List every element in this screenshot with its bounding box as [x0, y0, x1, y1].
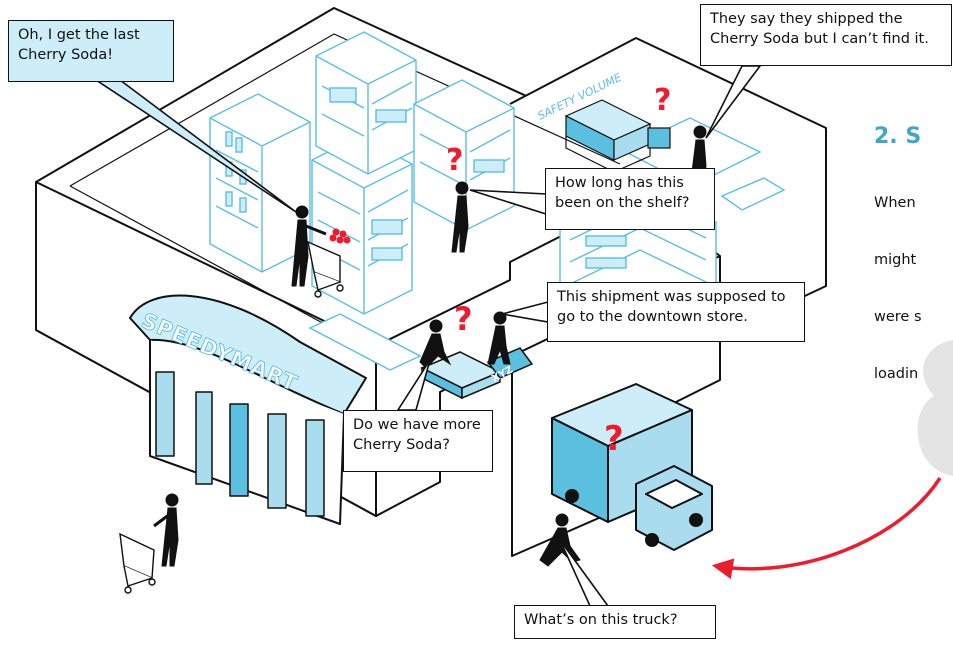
section-body: When might were s loadin — [874, 156, 953, 403]
section-heading: 2. S — [874, 124, 921, 149]
question-mark-truck: ? — [604, 419, 624, 459]
shelf-back — [316, 32, 416, 174]
section-line: loadin — [874, 365, 953, 384]
question-mark-storage: ? — [654, 83, 671, 118]
question-mark-shelf: ? — [446, 143, 463, 178]
callout-wrong-store: This shipment was supposed to go to the … — [547, 282, 805, 342]
section-line: were s — [874, 308, 953, 327]
curved-arrow — [716, 478, 940, 569]
callout-truck-contents: What’s on this truck? — [514, 605, 716, 639]
callout-last-cherry-soda: Oh, I get the last Cherry Soda! — [8, 20, 174, 82]
callout-more-soda: Do we have more Cherry Soda? — [343, 410, 493, 472]
shopper-with-cart — [154, 494, 178, 566]
section-line: When — [874, 194, 953, 213]
callout-shipped-soda: They say they shipped the Cherry Soda bu… — [700, 4, 952, 66]
question-mark-shipment: ? — [454, 300, 473, 338]
section-line: might — [874, 251, 953, 270]
callout-shelf-time: How long has this been on the shelf? — [545, 168, 715, 230]
shelf-left — [210, 94, 310, 272]
